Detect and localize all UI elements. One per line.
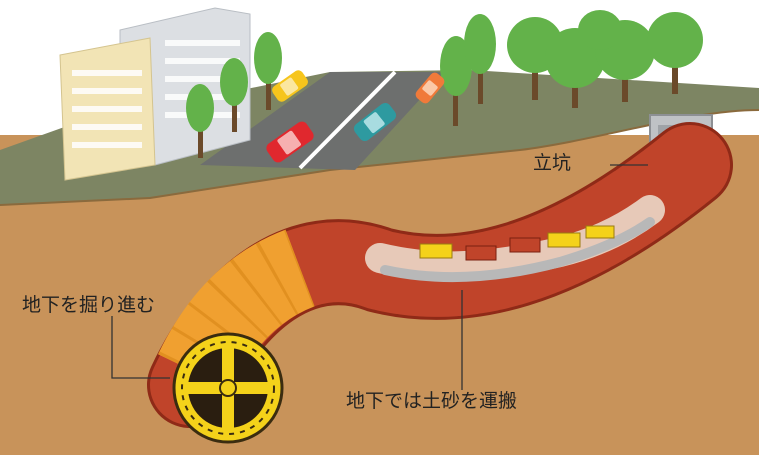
soil-cart-icon: [419, 225, 615, 261]
label-soil-transport: 地下では土砂を運搬: [346, 390, 518, 412]
label-vertical-shaft: 立坑: [533, 152, 572, 174]
car-icon: [266, 70, 445, 163]
tree-icon: [507, 10, 703, 108]
label-digging-underground: 地下を掘り進む: [22, 294, 156, 316]
callout-lines: [111, 164, 648, 390]
road-center-line: [298, 70, 397, 170]
building-icon: [59, 7, 251, 181]
cutter-head-icon: [172, 332, 284, 444]
tree-icon: [186, 14, 496, 158]
ground-edge: [0, 109, 759, 206]
road: [200, 72, 445, 170]
